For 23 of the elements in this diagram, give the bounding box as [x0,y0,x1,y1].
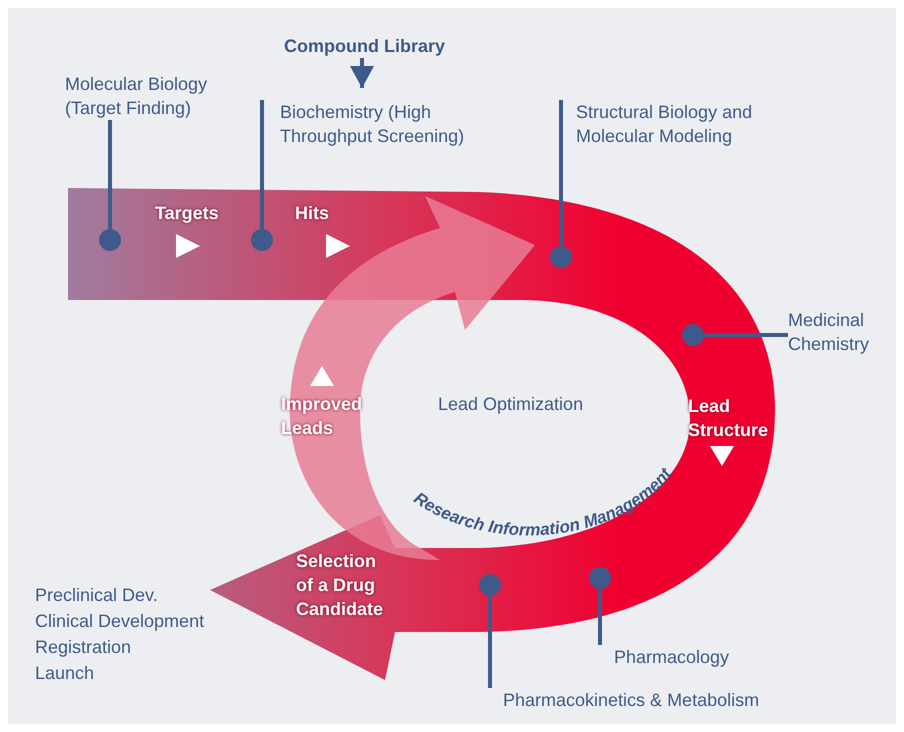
text-label: Preclinical Dev. [35,584,159,607]
source-label: Compound Library [284,34,484,58]
discipline-label: Medicinal Chemistry [788,308,888,356]
text-label: Launch [35,662,96,685]
stage-label: Targets [155,202,220,225]
leader-line [598,589,602,645]
arrow [350,58,374,88]
stage-label: Lead Structure [688,395,770,442]
discipline-label: Pharmacokinetics & Metabolism [486,688,823,712]
text-label: Clinical Development [35,610,206,633]
stage-label: Hits [295,202,330,225]
discipline-label: Biochemistry (High Throughput Screening) [258,100,480,148]
leader-line [108,120,112,229]
text-label: Lead Optimization [438,393,584,416]
discipline-label: Molecular Biology (Target Finding) [65,72,245,120]
stage-label: Selection of a Drug Candidate [296,550,384,621]
leader-line [488,596,492,688]
leader-line [260,100,264,229]
leader-line [704,333,788,337]
discipline-label: Pharmacology [596,645,774,669]
leader-line [559,100,563,246]
discipline-label: Structural Biology and Molecular Modeling [557,100,806,148]
text-label: Registration [35,636,132,659]
